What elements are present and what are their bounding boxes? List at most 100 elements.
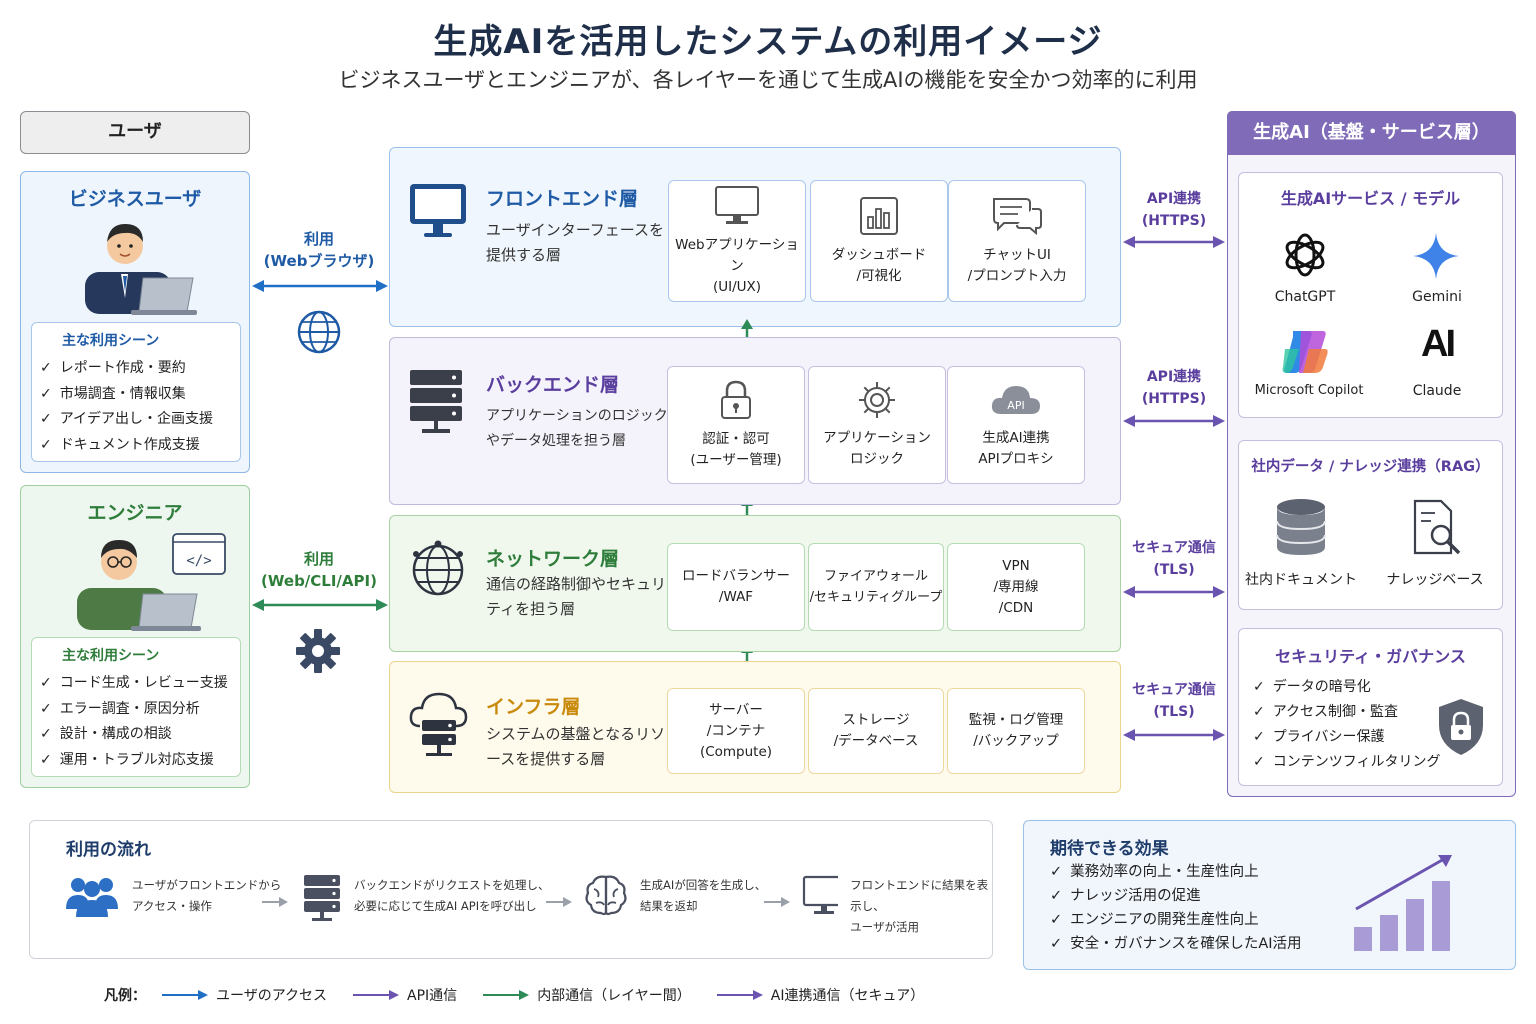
rag-title: 社内データ / ナレッジ連携（RAG） (1251, 459, 1490, 475)
expected-effects-box: 期待できる効果 業務効率の向上・生産性向上 ナレッジ活用の促進 エンジニアの開発… (1023, 820, 1516, 970)
backend-ai-arrow (1123, 415, 1225, 427)
network-layer: ネットワーク層 通信の経路制御やセキュリティを担う層 ロードバランサー /WAF… (389, 515, 1121, 652)
governance-item: データの暗号化 (1253, 675, 1440, 700)
governance-box: セキュリティ・ガバナンス データの暗号化 アクセス制御・監査 プライバシー保護 … (1238, 628, 1503, 786)
governance-item: アクセス制御・監査 (1253, 700, 1440, 725)
business-scenes-box: 主な利用シーン レポート作成・要約 市場調査・情報収集 アイデア出し・企画支援 … (31, 322, 241, 462)
gear-icon (296, 629, 340, 673)
legend-text: 内部通信（レイヤー間） (537, 988, 691, 1004)
legend-text: ユーザのアクセス (216, 988, 328, 1004)
engineer-scenes-box: 主な利用シーン コード生成・レビュー支援 エラー調査・原因分析 設計・構成の相談… (31, 637, 241, 777)
expected-effects-title: 期待できる効果 (1050, 839, 1169, 859)
dashboard-component: ダッシュボード /可視化 (810, 180, 948, 302)
api-cloud-icon: API (991, 386, 1040, 414)
server-icon (410, 370, 462, 433)
legend: 凡例： ユーザのアクセス API通信 内部通信（レイヤー間） AI連携通信（セキ… (104, 985, 950, 1005)
infra-title: インフラ層 (486, 696, 581, 718)
effect-item: ナレッジ活用の促進 (1050, 884, 1302, 908)
business-scene-item: ドキュメント作成支援 (40, 433, 232, 459)
flow-step-1: ユーザがフロントエンドから アクセス・操作 (64, 873, 281, 919)
legend-arrow-blue-icon (162, 990, 208, 1000)
globe-icon (297, 310, 341, 354)
legend-arrow-green-icon (483, 990, 530, 1000)
legend-item-ai-secure: AI連携通信（セキュア） (716, 985, 924, 1005)
governance-list: データの暗号化 アクセス制御・監査 プライバシー保護 コンテンツフィルタリング (1253, 675, 1441, 775)
network-ai-arrow (1123, 586, 1225, 598)
engineer-card: エンジニア </> 主な利用シーン コード生成・レビュー支援 エラー調査・原因分… (20, 485, 250, 788)
engineer-access-label: 利用 (Web/CLI/API) (261, 550, 377, 590)
copilot-label: Microsoft Copilot (1254, 383, 1364, 398)
flow-step-3-text: 生成AIが回答を生成し、 結果を返却 (640, 878, 767, 913)
business-scene-item: 市場調査・情報収集 (40, 382, 232, 408)
webapp-component: Webアプリケーション (UI/UX) (668, 180, 806, 302)
backend-title: バックエンド層 (486, 374, 620, 396)
chatui-label: チャットUI /プロンプト入力 (967, 247, 1067, 284)
business-user-card: ビジネスユーザ 主な利用シーン レポート作成・要約 市場調査・情報収集 アイデア… (20, 171, 250, 473)
engineer-scene-item: コード生成・レビュー支援 (40, 671, 232, 697)
api-cloud-text: API (1007, 399, 1024, 412)
backend-server-icon (304, 875, 340, 921)
copilot-logo-icon (1282, 331, 1328, 373)
backend-desc: アプリケーションのロジックやデータ処理を担う層 (486, 408, 668, 449)
compute-label: サーバー /コンテナ (Compute) (699, 701, 773, 760)
business-access-label: 利用 (Webブラウザ) (263, 230, 375, 270)
effect-item: 安全・ガバナンスを確保したAI活用 (1050, 932, 1301, 956)
brain-icon (585, 875, 627, 916)
legend-text: API通信 (407, 988, 458, 1004)
infra-ai-label: セキュア通信 (TLS) (1132, 682, 1216, 720)
flow-step-3: 生成AIが回答を生成し、 結果を返却 (584, 873, 766, 917)
claude-label: Claude (1412, 383, 1462, 399)
ai-models-box: 生成AIサービス / モデル ChatGPT Gemini Microsoft … (1238, 172, 1503, 418)
auth-component: 認証・認可 (ユーザー管理) (667, 366, 805, 484)
cloud-server-icon (409, 692, 468, 756)
chatui-component: チャットUI /プロンプト入力 (948, 180, 1086, 302)
gemini-label: Gemini (1412, 289, 1462, 305)
applogic-label: アプリケーション ロジック (823, 430, 931, 467)
governance-item: コンテンツフィルタリング (1253, 750, 1441, 775)
legend-item-user-access: ユーザのアクセス (162, 985, 327, 1005)
business-user-illustration (85, 224, 197, 315)
usage-flow-box: 利用の流れ ユーザがフロントエンドから アクセス・操作 バックエンドがリクエスト… (29, 820, 993, 959)
knowledge-base-label: ナレッジベース (1386, 572, 1484, 588)
monitoring-label: 監視・ログ管理 /バックアップ (968, 712, 1064, 749)
claude-logo-icon: AI (1421, 323, 1456, 365)
ai-platform-header: 生成AI（基盤・サービス層） (1227, 111, 1516, 155)
business-user-title: ビジネスユーザ (68, 188, 202, 210)
legend-item-internal: 内部通信（レイヤー間） (483, 985, 691, 1005)
flow-arrow-2 (546, 897, 572, 907)
compute-component: サーバー /コンテナ (Compute) (667, 688, 805, 774)
firewall-component: ファイアウォール /セキュリティグループ (808, 543, 944, 631)
usage-flow-title: 利用の流れ (66, 840, 151, 860)
infra-ai-arrow (1123, 729, 1225, 741)
ai-models-title: 生成AIサービス / モデル (1280, 189, 1461, 208)
display-icon (802, 875, 839, 914)
flow-step-4: フロントエンドに結果を表示し、 ユーザが活用 (802, 873, 992, 938)
lb-waf-component: ロードバランサー /WAF (667, 543, 805, 631)
chatgpt-label: ChatGPT (1274, 289, 1336, 305)
engineer-illustration: </> (77, 533, 226, 631)
chat-icon (993, 198, 1042, 236)
flow-step-1-text: ユーザがフロントエンドから アクセス・操作 (132, 878, 282, 913)
storage-component: ストレージ /データベース (808, 688, 944, 774)
rag-box: 社内データ / ナレッジ連携（RAG） 社内ドキュメント ナレッジベース (1238, 440, 1503, 610)
frontend-layer: フロントエンド層 ユーザインターフェースを提供する層 Webアプリケーション (… (389, 147, 1121, 327)
ai-proxy-component: API 生成AI連携 APIプロキシ (947, 366, 1085, 484)
ai-proxy-label: 生成AI連携 APIプロキシ (978, 430, 1054, 467)
chatgpt-logo-icon (1285, 233, 1325, 277)
users-header: ユーザ (20, 111, 250, 154)
users-group-icon (66, 878, 118, 917)
storage-label: ストレージ /データベース (833, 712, 919, 749)
lock-icon (721, 380, 751, 419)
flow-step-2: バックエンドがリクエストを処理し、 必要に応じて生成AI APIを呼び出し (302, 873, 550, 923)
lb-waf-label: ロードバランサー /WAF (682, 568, 790, 605)
effect-item: エンジニアの開発生産性向上 (1050, 908, 1302, 932)
effect-item: 業務効率の向上・生産性向上 (1050, 860, 1302, 884)
frontend-title: フロントエンド層 (486, 188, 639, 210)
frontend-ai-label: API連携 (HTTPS) (1141, 191, 1207, 229)
growth-chart-icon (1354, 855, 1452, 951)
knowledge-search-icon (1413, 499, 1461, 555)
business-scenes-title: 主な利用シーン (62, 333, 160, 349)
webapp-label: Webアプリケーション (UI/UX) (675, 236, 799, 295)
flow-arrow-3 (764, 897, 790, 907)
legend-arrow-purple-icon (353, 990, 400, 1000)
